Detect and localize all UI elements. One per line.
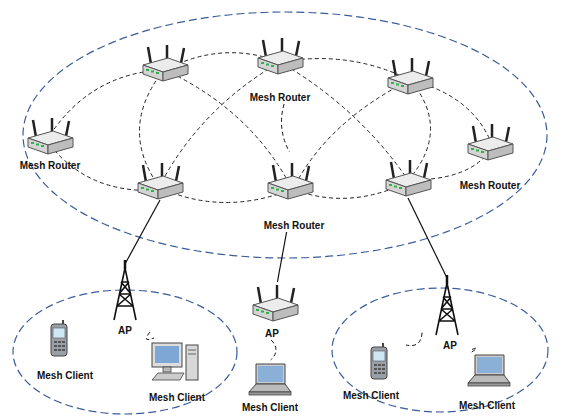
node-label: Mesh Client xyxy=(316,390,426,402)
router-icon xyxy=(253,285,298,321)
uplink-wire xyxy=(125,200,160,264)
node-label-group: Mesh Router xyxy=(218,92,342,104)
network-node: Mesh Router xyxy=(252,152,336,232)
node-label-group: AP xyxy=(402,340,498,352)
node-label: Mesh Client xyxy=(432,400,542,412)
desktop-icon xyxy=(152,343,198,380)
node-label: Mesh Client xyxy=(215,402,325,414)
router-icon xyxy=(468,124,513,160)
node-label-group: Mesh Client xyxy=(432,400,542,412)
node-label: Mesh Client xyxy=(122,392,232,404)
router-icon xyxy=(28,118,73,154)
wireless-link xyxy=(146,332,154,339)
node-label-group: Mesh Router xyxy=(232,220,356,232)
node-label-group: AP xyxy=(220,328,324,340)
node-label: AP xyxy=(402,340,498,352)
node-label-group: Mesh Router xyxy=(0,160,110,172)
network-node: Mesh Router xyxy=(448,115,532,192)
tower-icon-frame xyxy=(422,270,478,352)
mesh-link xyxy=(160,65,275,185)
wired-link xyxy=(277,232,286,282)
node-label-group: Mesh Client xyxy=(316,390,426,402)
mesh-link xyxy=(50,70,160,135)
laptop-icon xyxy=(249,364,291,395)
node-label: Mesh Router xyxy=(0,160,110,172)
network-node: AP xyxy=(100,255,150,337)
uplink-wire xyxy=(408,198,447,278)
router-icon xyxy=(138,163,183,199)
router-icon xyxy=(388,58,433,94)
wireless-link xyxy=(281,104,289,152)
wireless-link xyxy=(271,340,276,360)
router-icon xyxy=(268,163,313,199)
router-icon xyxy=(143,45,188,81)
node-label-group: Mesh Client xyxy=(122,392,232,404)
node-label-group: Mesh Client xyxy=(215,402,325,414)
wireless-link xyxy=(471,348,477,352)
network-node: Mesh Client xyxy=(30,318,100,382)
phone-icon xyxy=(371,343,387,379)
network-node: Mesh Router xyxy=(238,30,322,104)
client-group-ellipse xyxy=(13,290,237,414)
mesh-link xyxy=(165,70,290,185)
network-node: Mesh Client xyxy=(235,360,305,414)
network-node: Mesh Client xyxy=(452,350,522,412)
node-label: Mesh Client xyxy=(10,370,120,382)
node-label: Mesh Router xyxy=(232,220,356,232)
node-label: AP xyxy=(220,328,324,340)
node-label: Mesh Router xyxy=(428,180,552,192)
network-node: AP xyxy=(422,270,478,352)
node-label-group: Mesh Router xyxy=(428,180,552,192)
mesh-backbone-ellipse xyxy=(23,12,547,258)
tower-icon xyxy=(436,275,458,335)
tower-icon-frame xyxy=(100,255,150,337)
node-label: Mesh Router xyxy=(218,92,342,104)
network-node: AP xyxy=(240,282,304,340)
router-icon xyxy=(258,38,303,74)
router-icon xyxy=(386,160,431,196)
mesh-links xyxy=(50,53,490,203)
laptop-icon xyxy=(468,355,510,386)
network-node: Mesh Client xyxy=(142,338,212,404)
tower-icon xyxy=(114,260,136,320)
node-label-group: Mesh Client xyxy=(10,370,120,382)
node-label-group: AP xyxy=(80,325,170,337)
node-label: AP xyxy=(80,325,170,337)
phone-icon xyxy=(51,320,67,356)
network-node: Mesh Router xyxy=(10,108,90,172)
network-node: Mesh Client xyxy=(336,342,406,402)
wireless-link xyxy=(406,333,422,346)
